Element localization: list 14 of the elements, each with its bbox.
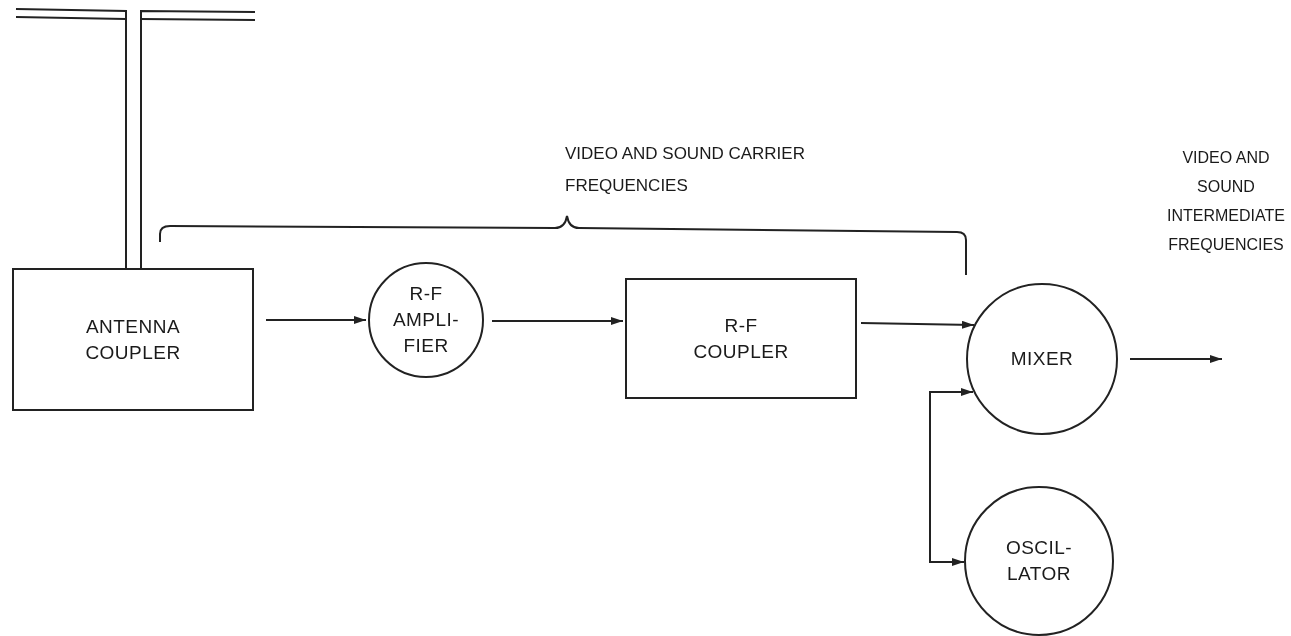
brace-label: VIDEO AND SOUND CARRIER FREQUENCIES xyxy=(565,143,805,197)
block-box xyxy=(625,278,857,399)
block-label: R-F AMPLI- FIER xyxy=(391,282,461,358)
arrow xyxy=(860,320,975,329)
block-label: MIXER xyxy=(1009,347,1075,371)
output-label: VIDEO AND SOUND INTERMEDIATE FREQUENCIES xyxy=(1166,148,1286,255)
block-label: R-F COUPLER xyxy=(692,313,790,364)
arrow xyxy=(1129,355,1223,363)
arrow xyxy=(265,316,367,324)
block-label: OSCIL- LATOR xyxy=(1004,536,1074,586)
block-box xyxy=(12,268,254,411)
block-label: ANTENNA COUPLER xyxy=(84,314,182,365)
arrow xyxy=(491,317,624,325)
arrow xyxy=(929,388,974,566)
